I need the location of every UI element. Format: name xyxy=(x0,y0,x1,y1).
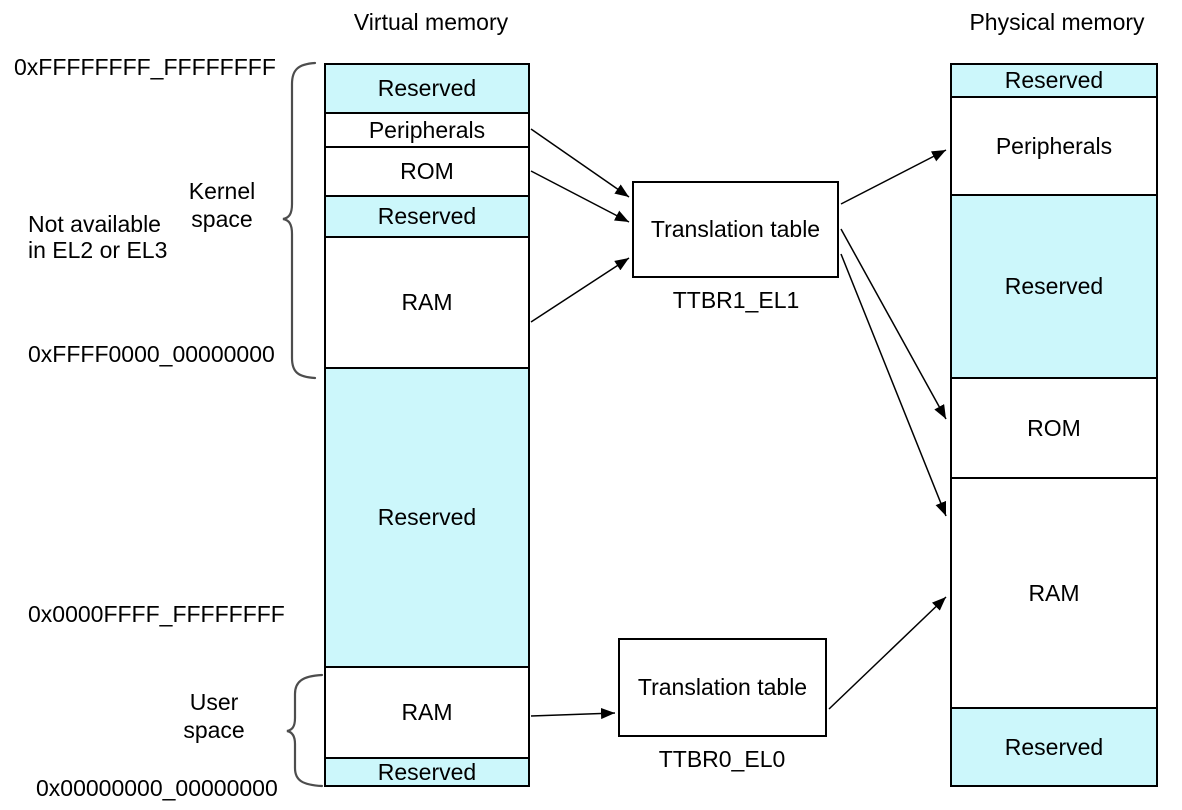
translation-table-label: Translation table xyxy=(637,674,808,700)
vm-segment-peripherals: Peripherals xyxy=(326,114,528,148)
pm-segment-reserved-top: Reserved xyxy=(952,65,1156,98)
ttbr1-register-label: TTBR1_EL1 xyxy=(672,287,800,313)
vm-segment-label: Reserved xyxy=(377,75,477,101)
vm-segment-label: Peripherals xyxy=(368,116,486,143)
vm-segment-label: Reserved xyxy=(377,759,477,785)
arrow-tt1-to-pm-ram xyxy=(840,253,947,517)
translation-table-label: Translation table xyxy=(650,216,821,242)
pm-segment-label: RAM xyxy=(1028,579,1080,606)
arrow-tt0-to-pm-ram xyxy=(828,596,947,710)
pm-segment-label: Reserved xyxy=(1004,273,1104,299)
arrow-tt1-to-pm-peripherals xyxy=(840,149,947,205)
kernel-space-brace xyxy=(282,61,317,380)
pm-segment-label: Reserved xyxy=(1004,67,1104,93)
pm-segment-reserved-bottom: Reserved xyxy=(952,709,1156,785)
arrow-vm-peripherals-to-tt1 xyxy=(530,128,630,198)
arrow-tt1-to-pm-rom xyxy=(840,228,947,420)
arrow-vm-kernel-ram-to-tt1 xyxy=(530,257,630,323)
vm-segment-kernel-ram: RAM xyxy=(326,238,528,369)
vm-segment-reserved-bottom: Reserved xyxy=(326,759,528,785)
user-space-brace xyxy=(286,673,324,788)
not-available-note: Not available in EL2 or EL3 xyxy=(28,211,168,263)
translation-table-ttbr0-box: Translation table xyxy=(618,638,827,737)
address-kernel-base: 0xFFFF0000_00000000 xyxy=(28,341,275,367)
virtual-memory-title: Virtual memory xyxy=(353,9,509,35)
vm-segment-reserved-kernel: Reserved xyxy=(326,197,528,238)
address-bottom: 0x00000000_00000000 xyxy=(36,775,278,801)
vm-segment-label: RAM xyxy=(401,699,453,725)
translation-table-ttbr1-box: Translation table xyxy=(632,181,839,278)
pm-segment-rom: ROM xyxy=(952,379,1156,479)
vm-segment-rom: ROM xyxy=(326,148,528,197)
pm-segment-label: Peripherals xyxy=(995,132,1113,159)
pm-segment-peripherals: Peripherals xyxy=(952,98,1156,196)
pm-segment-label: ROM xyxy=(1027,414,1081,441)
virtual-memory-column: Reserved Peripherals ROM Reserved RAM Re… xyxy=(324,63,530,787)
vm-segment-reserved-top: Reserved xyxy=(326,65,528,114)
physical-memory-column: Reserved Peripherals Reserved ROM RAM Re… xyxy=(950,63,1158,787)
vm-segment-user-ram: RAM xyxy=(326,668,528,759)
arrow-vm-rom-to-tt1 xyxy=(530,170,630,223)
pm-segment-label: Reserved xyxy=(1004,733,1104,760)
address-top: 0xFFFFFFFF_FFFFFFFF xyxy=(14,54,276,80)
pm-segment-reserved-middle: Reserved xyxy=(952,196,1156,379)
physical-memory-title: Physical memory xyxy=(969,9,1145,35)
vm-segment-reserved-middle: Reserved xyxy=(326,369,528,668)
user-space-label: User space xyxy=(183,689,245,743)
pm-segment-ram: RAM xyxy=(952,479,1156,709)
address-user-top: 0x0000FFFF_FFFFFFFF xyxy=(28,601,285,627)
vm-segment-label: Reserved xyxy=(377,504,477,530)
vm-segment-label: Reserved xyxy=(377,203,477,229)
kernel-space-label: Kernel space xyxy=(188,178,256,232)
ttbr0-register-label: TTBR0_EL0 xyxy=(658,746,786,772)
vm-segment-label: ROM xyxy=(400,158,454,184)
arrow-vm-user-ram-to-tt0 xyxy=(530,707,616,720)
vm-segment-label: RAM xyxy=(401,289,453,315)
